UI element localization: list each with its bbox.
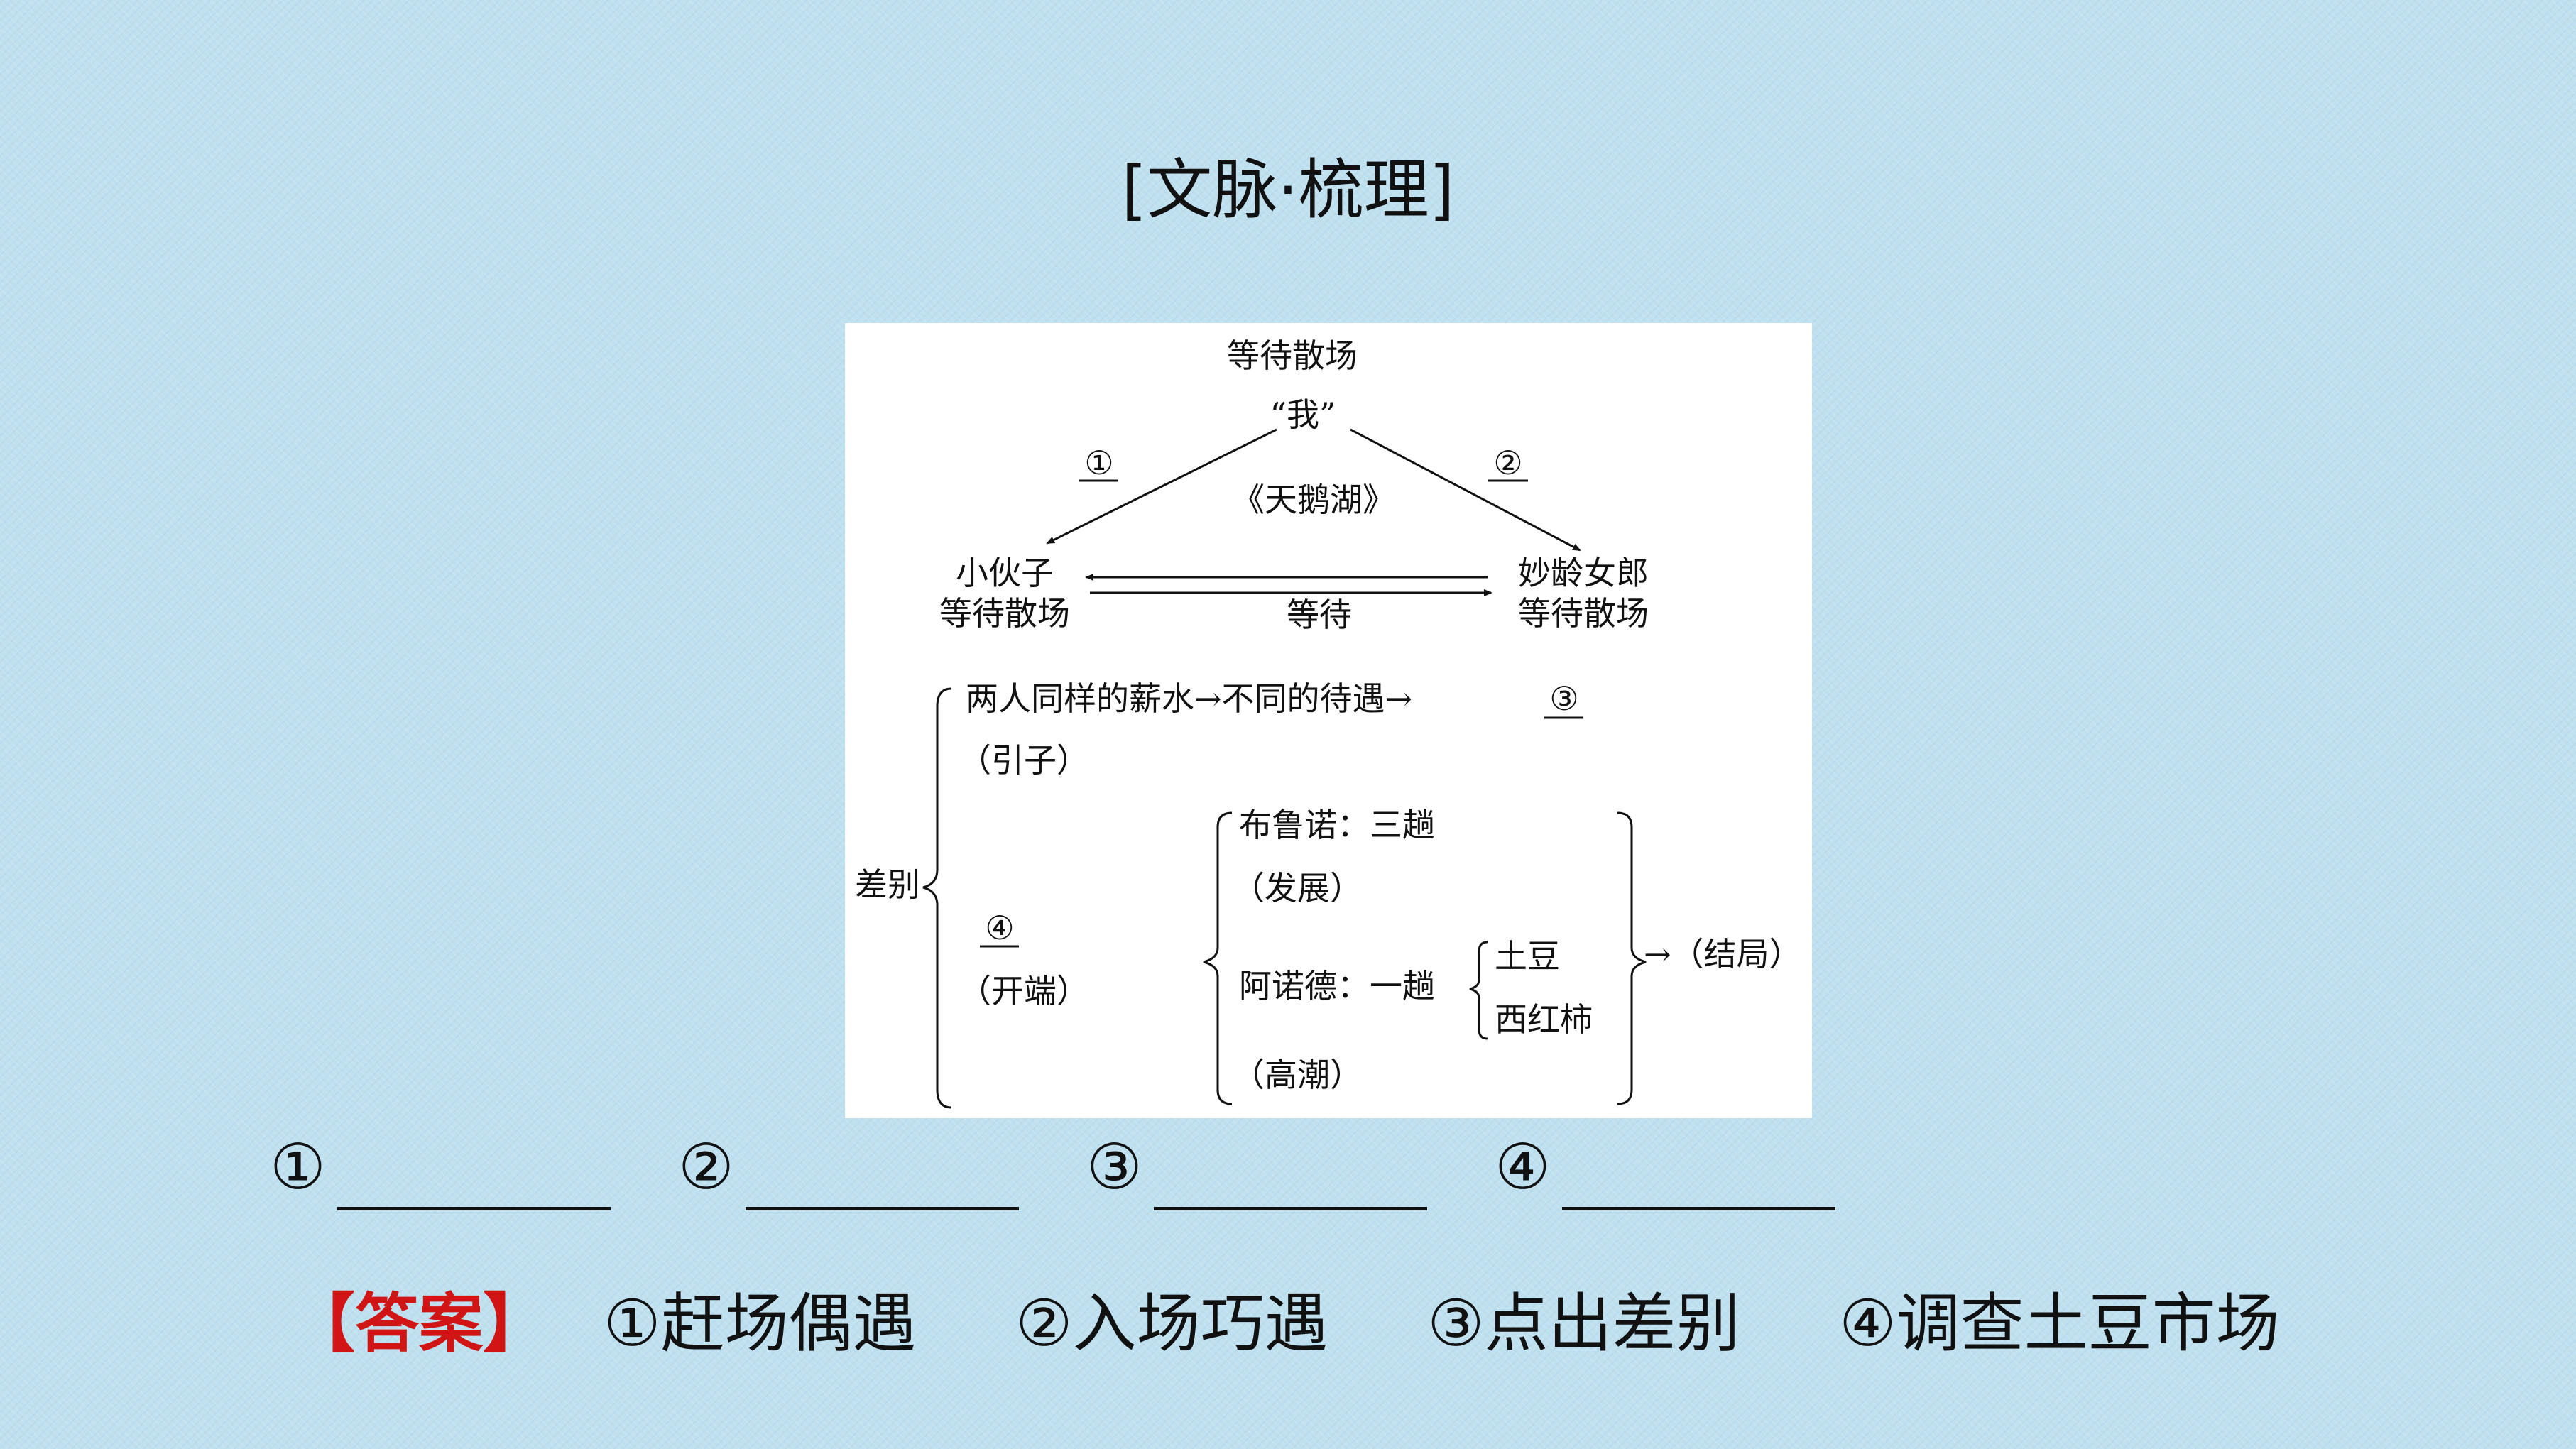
items-brace bbox=[1469, 941, 1488, 1040]
blank-2-line bbox=[746, 1207, 1019, 1210]
plot-structure-diagram: 等待散场 “我” ① ② 《天鹅湖》 小伙子 等待散场 妙龄女郎 等待散场 等待… bbox=[855, 337, 1802, 1109]
answer-item-2: ②入场巧遇 bbox=[1015, 1286, 1328, 1361]
marker-4: ④ bbox=[985, 909, 1014, 947]
edge-me-to-young-man bbox=[1046, 428, 1277, 545]
arrow-label-waiting: 等待 bbox=[1287, 596, 1352, 634]
right-node-line1: 妙龄女郎 bbox=[1518, 554, 1649, 592]
answer-item-3: ③点出差别 bbox=[1427, 1286, 1740, 1361]
blank-4-number: ④ bbox=[1495, 1130, 1551, 1203]
blank-1-line bbox=[337, 1207, 611, 1210]
blank-3-number: ③ bbox=[1086, 1130, 1142, 1203]
edge-me-to-young-woman bbox=[1350, 428, 1581, 552]
bruno-sub: （发展） bbox=[1232, 869, 1363, 907]
page-title: [文脉·梳理] bbox=[1121, 152, 1455, 228]
right-node-line2: 等待散场 bbox=[1518, 594, 1649, 633]
brace-label: 差别 bbox=[855, 865, 920, 904]
row1-text: 两人同样的薪水→不同的待遇→ bbox=[966, 679, 1412, 718]
blank-1-number: ① bbox=[270, 1130, 326, 1203]
fill-in-blanks: ① ② ③ ④ bbox=[270, 1136, 1974, 1221]
answer-row: 【答案】 ①赶场偶遇 ②入场巧遇 ③点出差别 ④调查土豆市场 bbox=[291, 1292, 2350, 1377]
answer-item-1: ①赶场偶遇 bbox=[604, 1286, 917, 1361]
left-node-line2: 等待散场 bbox=[939, 594, 1070, 633]
row1-sub: （引子） bbox=[959, 741, 1089, 780]
diagram-panel: 等待散场 “我” ① ② 《天鹅湖》 小伙子 等待散场 妙龄女郎 等待散场 等待… bbox=[845, 323, 1812, 1118]
bruno-line: 布鲁诺：三趟 bbox=[1239, 806, 1435, 844]
marker-3: ③ bbox=[1549, 679, 1578, 718]
blank-4-line bbox=[1562, 1207, 1835, 1210]
ending-label: →（结局） bbox=[1644, 935, 1802, 973]
blank-2-number: ② bbox=[678, 1130, 734, 1203]
arnold-sub: （高潮） bbox=[1232, 1056, 1363, 1094]
arnold-line: 阿诺德：一趟 bbox=[1239, 967, 1435, 1005]
center-label: 《天鹅湖》 bbox=[1232, 481, 1395, 519]
blank-3-line bbox=[1154, 1207, 1427, 1210]
inner-brace bbox=[1203, 811, 1233, 1105]
left-node-line1: 小伙子 bbox=[956, 554, 1054, 592]
item-tomato: 西红柿 bbox=[1495, 1000, 1593, 1039]
marker-1: ① bbox=[1084, 444, 1113, 482]
main-brace bbox=[922, 687, 952, 1109]
closing-brace bbox=[1617, 811, 1647, 1105]
marker-2: ② bbox=[1493, 444, 1522, 482]
top-label: 等待散场 bbox=[1227, 337, 1358, 375]
center-top-label: “我” bbox=[1270, 395, 1336, 434]
row2-sub: （开端） bbox=[959, 972, 1089, 1010]
answer-item-4: ④调查土豆市场 bbox=[1839, 1286, 2280, 1361]
answer-label: 【答案】 bbox=[291, 1286, 547, 1361]
item-potato: 土豆 bbox=[1495, 937, 1560, 975]
